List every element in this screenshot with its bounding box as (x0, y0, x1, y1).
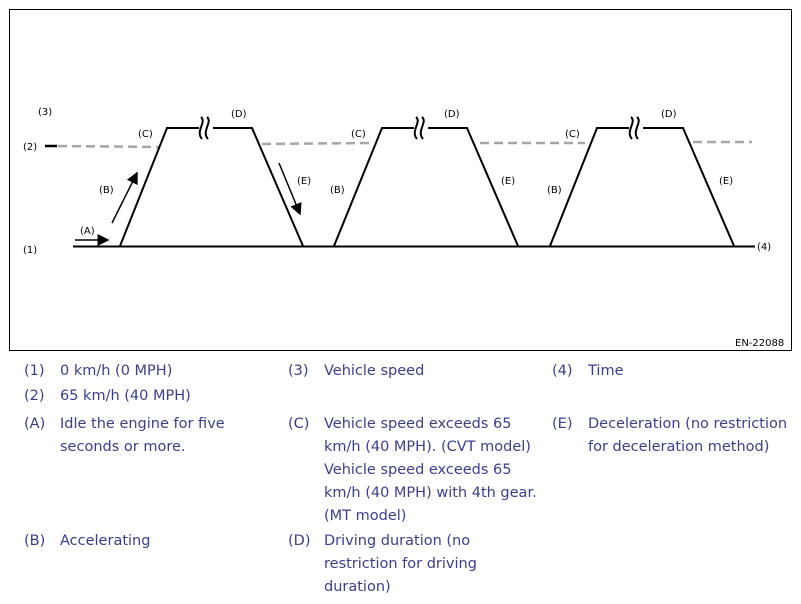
label-phase-b-3: (B) (547, 185, 562, 196)
label-phase-b-1: (B) (99, 185, 114, 196)
legend-text: Accelerating (60, 533, 151, 549)
legend-text: 0 km/h (0 MPH) (60, 363, 173, 379)
label-speed-axis: (3) (38, 107, 52, 118)
figure-frame (9, 9, 792, 351)
speed-profile-2 (333, 127, 414, 247)
speed-profile-1 (119, 127, 199, 247)
legend-key: (B) (24, 533, 46, 549)
figure-code: EN-22088 (735, 338, 784, 349)
legend-text: Vehicle speed exceeds 65 (324, 416, 512, 432)
legend-key: (4) (552, 363, 573, 379)
legend-text: Driving duration (no (324, 533, 471, 549)
legend-text: Idle the engine for five (60, 416, 225, 432)
threshold-dash-1 (57, 144, 161, 149)
label-phase-d-1: (D) (231, 109, 247, 120)
legend-key: (A) (24, 416, 46, 432)
legend-text: for deceleration method) (588, 439, 770, 455)
label-phase-c-2: (C) (351, 129, 366, 140)
label-phase-d-3: (D) (661, 109, 677, 120)
label-phase-e-1: (E) (297, 176, 311, 187)
break-mark-2 (413, 116, 425, 140)
speed-profile-1-tail (213, 127, 304, 247)
legend-key: (C) (288, 416, 310, 432)
threshold-dash-2 (261, 141, 371, 146)
legend-key: (E) (552, 416, 573, 432)
legend-text: restriction for driving (324, 556, 477, 572)
legend-text: (MT model) (324, 508, 407, 524)
break-mark-1 (198, 116, 210, 140)
label-phase-c-1: (C) (138, 129, 153, 140)
label-phase-b-2: (B) (330, 185, 345, 196)
speed-profile-3 (549, 127, 629, 247)
legend-text: Deceleration (no restriction (588, 416, 788, 432)
label-origin: (1) (23, 245, 37, 256)
legend-key: (D) (288, 533, 311, 549)
legend-key: (2) (24, 388, 45, 404)
legend-text: duration) (324, 579, 391, 595)
speed-profile-3-tail (643, 127, 735, 247)
legend-key: (3) (288, 363, 309, 379)
label-phase-d-2: (D) (444, 109, 460, 120)
label-phase-c-3: (C) (565, 129, 580, 140)
accelerate-arrow (111, 171, 138, 224)
legend-text: Vehicle speed exceeds 65 (324, 462, 512, 478)
decelerate-arrow (278, 162, 302, 216)
label-phase-e-2: (E) (501, 176, 515, 187)
label-threshold: (2) (23, 142, 37, 153)
legend-text: Time (588, 363, 624, 379)
speed-profile-2-tail (428, 127, 519, 247)
legend-text: km/h (40 MPH). (CVT model) (324, 439, 531, 455)
legend-text: 65 km/h (40 MPH) (60, 388, 191, 404)
break-mark-3 (628, 116, 640, 140)
label-time-axis: (4) (757, 242, 771, 253)
label-phase-a: (A) (80, 226, 95, 237)
legend-text: km/h (40 MPH) with 4th gear. (324, 485, 537, 501)
label-phase-e-3: (E) (719, 176, 733, 187)
legend-key: (1) (24, 363, 45, 379)
legend-text: Vehicle speed (324, 363, 425, 379)
legend-text: seconds or more. (60, 439, 186, 455)
